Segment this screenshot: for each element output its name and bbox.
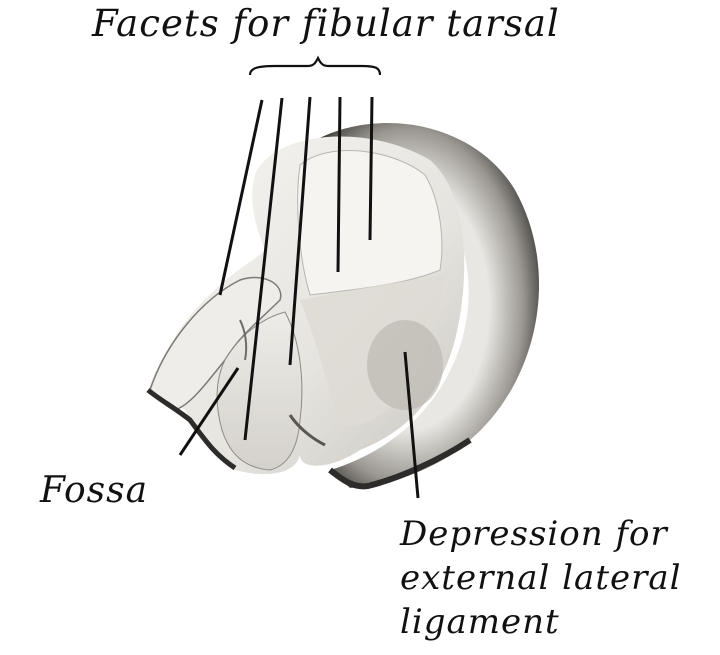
crease-line xyxy=(239,319,248,361)
shadow-stroke-bottom xyxy=(328,437,472,490)
inner-notch xyxy=(288,414,326,447)
fossa-region xyxy=(216,311,303,471)
bone-outer-rim xyxy=(300,123,540,488)
facets-brace xyxy=(248,55,382,76)
depression-label-line-3: ligament xyxy=(400,602,560,642)
leader-line-facet-3 xyxy=(288,96,312,366)
facets-label: Facets for fibular tarsal xyxy=(92,2,560,45)
leader-line-depression xyxy=(403,351,420,499)
leader-line-facet-5 xyxy=(368,96,374,241)
fossa-label: Fossa xyxy=(40,470,149,511)
leader-line-facet-1 xyxy=(218,99,264,296)
leader-line-facet-2 xyxy=(243,97,284,441)
depression-label: Depression for external lateral ligament xyxy=(400,512,682,644)
shadow-stroke-left xyxy=(146,388,237,471)
depression-label-line-2: external lateral xyxy=(400,558,682,598)
depression-label-line-1: Depression for xyxy=(400,514,668,554)
leader-line-facet-4 xyxy=(336,96,342,273)
leader-line-fossa xyxy=(178,367,240,456)
